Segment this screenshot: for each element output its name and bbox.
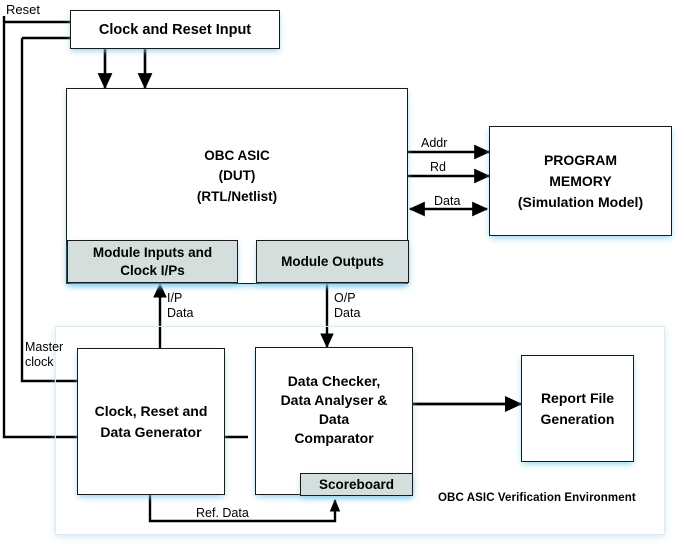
block-label: OBC ASIC (DUT) (RTL/Netlist) <box>196 148 278 204</box>
block-label: Clock and Reset Input <box>98 21 252 38</box>
block-module-inputs-and-clock-ips[interactable]: Module Inputs and Clock I/Ps <box>67 240 238 283</box>
block-label: Module Outputs <box>281 254 384 269</box>
block-label: Scoreboard <box>318 477 395 492</box>
block-label: Data Checker, Data Analyser & Data Compa… <box>280 373 388 446</box>
signal-label-op-data: O/P Data <box>334 291 361 320</box>
block-program-memory[interactable]: PROGRAM MEMORY (Simulation Model) <box>489 126 672 236</box>
signal-label-data: Data <box>434 194 461 208</box>
block-data-checker-analyser-comparator[interactable]: Data Checker, Data Analyser & Data Compa… <box>255 347 413 495</box>
signal-label-addr: Addr <box>421 136 448 150</box>
block-module-outputs[interactable]: Module Outputs <box>256 240 409 283</box>
signal-label-reset: Reset <box>6 2 40 17</box>
block-label: Clock, Reset and Data Generator <box>94 403 208 440</box>
block-label: Report File Generation <box>540 390 615 427</box>
signal-label-ref-data: Ref. Data <box>196 506 249 520</box>
signal-label-rd: Rd <box>430 160 446 174</box>
block-clock-reset-and-data-generator[interactable]: Clock, Reset and Data Generator <box>77 348 225 495</box>
block-report-file-generation[interactable]: Report File Generation <box>521 355 634 462</box>
verification-environment-label: OBC ASIC Verification Environment <box>438 492 636 504</box>
block-label: PROGRAM MEMORY (Simulation Model) <box>517 151 644 210</box>
block-clock-and-reset-input[interactable]: Clock and Reset Input <box>70 10 280 49</box>
signal-label-master-clock: Master clock <box>25 340 64 369</box>
verification-environment-container <box>55 326 665 535</box>
block-scoreboard[interactable]: Scoreboard <box>300 473 413 496</box>
block-label: Module Inputs and Clock I/Ps <box>92 245 213 278</box>
signal-label-ip-data: I/P Data <box>167 291 194 320</box>
